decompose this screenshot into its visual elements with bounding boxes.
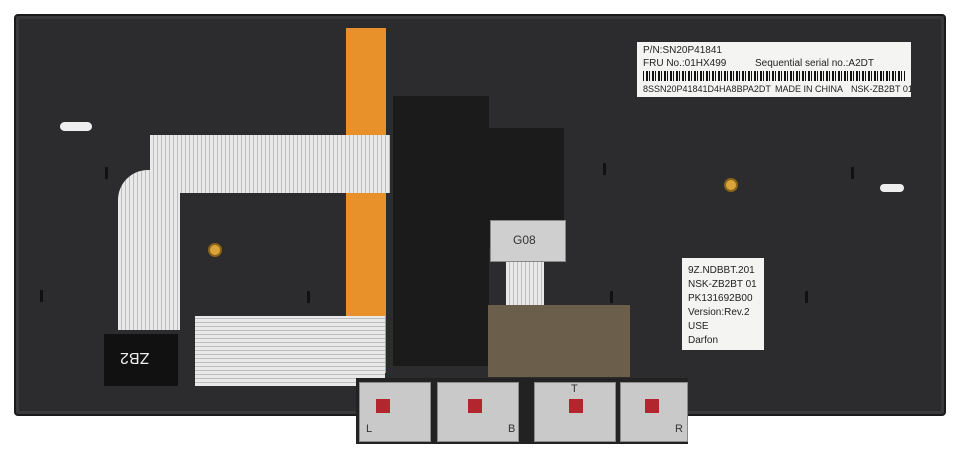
side-label-line: NSK-ZB2BT 01: [688, 279, 757, 290]
right-button: R: [620, 382, 688, 442]
side-label-line: Version:Rev.2: [688, 307, 750, 318]
slot: [307, 291, 310, 303]
side-label-line: PK131692B00: [688, 293, 753, 304]
side-label-line: Darfon: [688, 335, 719, 346]
side-label-line: USE: [688, 321, 709, 332]
oval-hole: [880, 184, 904, 192]
barcode: [643, 71, 905, 81]
orange-flex-cable: [346, 28, 386, 373]
r-letter: R: [675, 423, 683, 435]
b-letter: B: [508, 423, 516, 435]
red-pad: [645, 399, 659, 413]
manufacturer-label: 9Z.NDBBT.201 NSK-ZB2BT 01 PK131692B00 Ve…: [682, 258, 764, 350]
slot: [603, 163, 606, 175]
slot: [851, 167, 854, 179]
fru-text: FRU No.:01HX499: [643, 58, 727, 69]
left-letter: L: [366, 423, 373, 435]
red-pad: [569, 399, 583, 413]
t-letter: T: [571, 383, 578, 395]
zb2-text: ZB2: [120, 349, 150, 366]
slot: [40, 290, 43, 302]
chip-text: G08: [513, 233, 536, 247]
red-pad: [468, 399, 482, 413]
ribbon-cable-vertical: [118, 170, 180, 330]
model-text: NSK-ZB2BT 01: [851, 84, 913, 94]
ribbon-cable-bottom: [195, 316, 385, 386]
screw: [208, 243, 222, 257]
red-pad: [376, 399, 390, 413]
oval-hole: [60, 122, 92, 131]
middle-button-left: B: [437, 382, 519, 442]
code-text: 8SSN20P41841D4HA8BPA2DT: [643, 84, 771, 94]
middle-button-right: T: [534, 382, 616, 442]
left-button: L: [359, 382, 431, 442]
slot: [805, 291, 808, 303]
ribbon-cable-horizontal: [150, 135, 390, 193]
pn-text: P/N:SN20P41841: [643, 45, 722, 56]
slot: [610, 291, 613, 303]
zb2-tag: ZB2: [104, 334, 178, 386]
brown-pad: [488, 305, 630, 377]
origin-text: MADE IN CHINA: [775, 84, 844, 94]
metal-connector: G08: [490, 220, 566, 262]
slot: [105, 167, 108, 179]
side-label-line: 9Z.NDBBT.201: [688, 265, 755, 276]
part-number-label: P/N:SN20P41841 FRU No.:01HX499 Sequentia…: [637, 42, 913, 97]
screw: [724, 178, 738, 192]
serial-text: Sequential serial no.:A2DT: [755, 58, 874, 69]
